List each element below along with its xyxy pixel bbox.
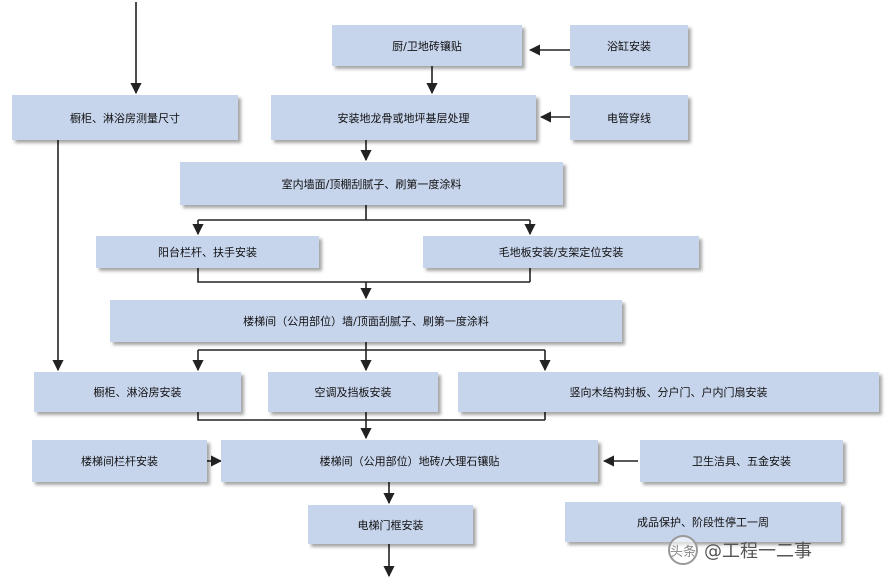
node-ac-baffle: 空调及挡板安装 xyxy=(268,372,438,412)
node-sanitary: 卫生洁具、五金安装 xyxy=(640,440,843,482)
line-stair-putty-split xyxy=(198,342,545,351)
watermark-logo-icon: 头条 xyxy=(668,535,698,565)
node-balcony-rail: 阳台栏杆、扶手安装 xyxy=(96,236,319,268)
watermark: 头条 @工程一二事 xyxy=(668,528,883,572)
line-merge-to-stair-putty xyxy=(197,268,531,283)
node-elevator-frame: 电梯门框安装 xyxy=(308,505,473,544)
watermark-text: @工程一二事 xyxy=(704,541,812,562)
node-cabinet-measure: 橱柜、淋浴房测量尺寸 xyxy=(12,95,238,140)
node-kitchen-tile: 厨/卫地砖镶贴 xyxy=(332,25,522,66)
node-floor-keel: 安装地龙骨或地坪基层处理 xyxy=(271,95,536,140)
line-wall-putty-split xyxy=(198,205,530,221)
node-stair-tile: 楼梯间（公用部位）地砖/大理石镶贴 xyxy=(221,440,598,482)
line-merge-to-stair-tile xyxy=(197,412,546,421)
node-wall-putty: 室内墙面/顶棚刮腻子、刷第一度涂料 xyxy=(180,162,563,205)
node-bathtub: 浴缸安装 xyxy=(570,25,688,66)
node-stair-railing: 楼梯间栏杆安装 xyxy=(32,440,207,482)
node-wood-doors: 竖向木结构封板、分户门、户内门扇安装 xyxy=(458,372,879,412)
node-stair-putty: 楼梯间（公用部位）墙/顶面刮腻子、刷第一度涂料 xyxy=(110,300,622,342)
node-conduit: 电管穿线 xyxy=(570,95,688,140)
node-subfloor: 毛地板安装/支架定位安装 xyxy=(423,236,699,268)
node-cabinet-install: 橱柜、淋浴房安装 xyxy=(34,372,241,412)
node-protection: 成品保护、阶段性停工一周 xyxy=(565,502,841,542)
